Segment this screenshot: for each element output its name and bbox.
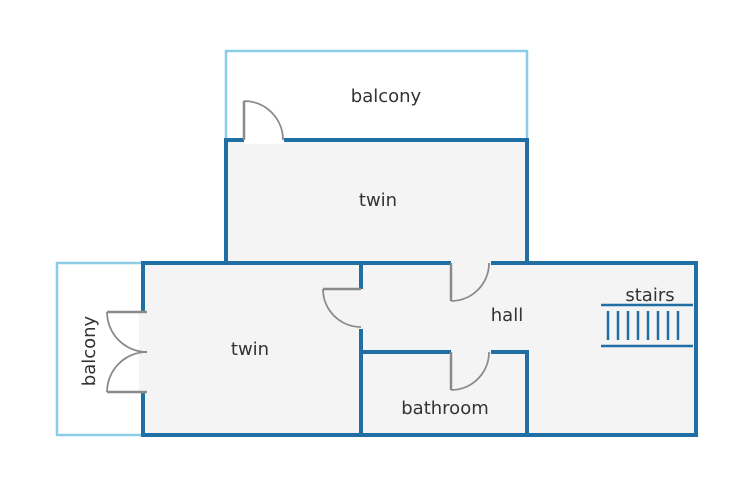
balcony-left-area <box>55 261 143 437</box>
balcony-top-area <box>224 49 529 140</box>
label-balcony-left: balcony <box>79 315 100 386</box>
label-stairs: stairs <box>625 285 674 306</box>
label-bathroom: bathroom <box>401 398 489 419</box>
door-balcony-top <box>242 100 284 141</box>
door-twin-upper <box>449 262 490 302</box>
twin-upper-floor <box>226 140 527 263</box>
stairs-symbol <box>601 303 693 348</box>
door-balcony-left <box>106 310 148 394</box>
label-twin-upper: twin <box>359 190 397 211</box>
label-balcony-top: balcony <box>351 86 422 107</box>
door-bathroom <box>449 351 490 391</box>
label-twin-lower: twin <box>231 339 269 360</box>
twin-lower-floor <box>143 263 361 435</box>
door-twin-lower <box>322 287 362 328</box>
label-hall: hall <box>491 305 523 326</box>
